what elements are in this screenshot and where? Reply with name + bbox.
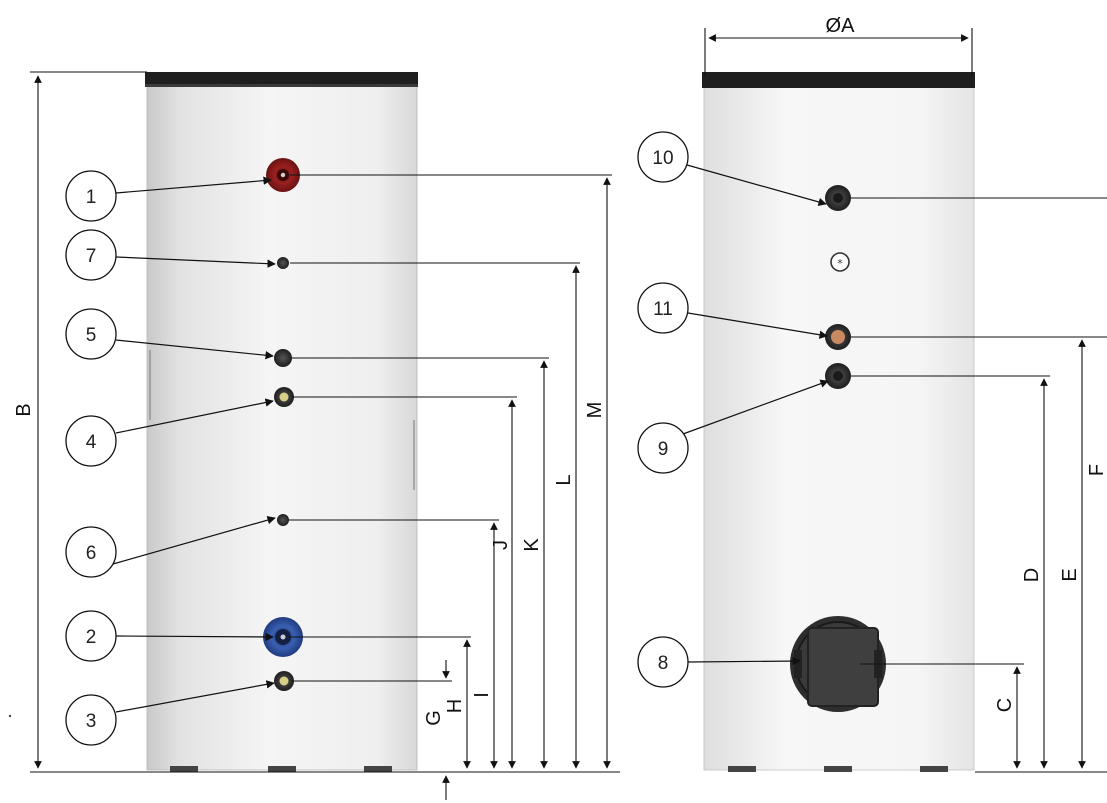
- dim-label-h: H: [444, 699, 466, 713]
- dim-label-g: G: [423, 710, 445, 726]
- dim-label-d: D: [1021, 568, 1043, 582]
- dim-label-e: E: [1059, 568, 1081, 581]
- front-tank-top-cap: [145, 72, 418, 87]
- callout-4: 4: [65, 398, 274, 467]
- dim-label-b: B: [13, 403, 35, 416]
- callout-7: 7: [65, 229, 276, 281]
- callout-3: 3: [65, 680, 275, 746]
- callout-10: 10: [637, 131, 827, 207]
- port-7-sensor: [277, 257, 289, 269]
- callout-5-label: 5: [86, 325, 97, 346]
- port-1-red: [266, 158, 300, 192]
- port-4: [274, 387, 294, 407]
- side-tank-foot: [824, 766, 852, 772]
- svg-text:*: *: [837, 257, 843, 270]
- port-2-blue: [263, 617, 303, 657]
- side-view: *: [702, 72, 975, 772]
- callout-4-label: 4: [86, 432, 97, 453]
- port-5: [274, 349, 292, 367]
- callout-8: 8: [637, 636, 801, 688]
- callout-6: 6: [65, 516, 276, 578]
- side-tank-top-cap: [702, 72, 975, 88]
- dim-label-l: L: [553, 474, 575, 485]
- callout-2-label: 2: [86, 627, 97, 648]
- port-3: [274, 671, 294, 691]
- port-9: [825, 363, 851, 389]
- dim-label-i: I: [471, 692, 493, 698]
- side-tank-foot: [728, 766, 756, 772]
- callout-7-label: 7: [86, 246, 97, 267]
- side-tank-foot: [920, 766, 948, 772]
- dim-label-f: F: [1086, 464, 1107, 476]
- front-dimensions: [30, 71, 620, 800]
- port-10: [825, 185, 851, 211]
- callout-1-label: 1: [86, 187, 97, 208]
- callout-9: 9: [637, 379, 829, 474]
- dim-label-j: J: [490, 540, 512, 550]
- port-8-flange: [790, 616, 886, 712]
- callout-11-label: 11: [653, 299, 673, 320]
- thermometer-port: *: [830, 252, 850, 272]
- port-11-copper: [825, 324, 851, 350]
- callout-10-label: 10: [652, 148, 673, 169]
- dim-label-k: K: [521, 538, 543, 552]
- front-view: [145, 72, 418, 772]
- dim-label-diameter-a: ØA: [826, 15, 856, 37]
- side-dimensions: [704, 28, 1107, 773]
- callout-3-label: 3: [86, 711, 97, 732]
- callout-5: 5: [65, 308, 274, 360]
- callout-8-label: 8: [658, 653, 669, 674]
- front-tank-foot: [268, 766, 296, 772]
- callout-11: 11: [637, 282, 828, 339]
- front-tank-top-cap-edge: [145, 84, 418, 87]
- callout-9-label: 9: [658, 439, 669, 460]
- front-tank-foot: [364, 766, 392, 772]
- callout-6-label: 6: [86, 543, 97, 564]
- dim-label-m: M: [584, 402, 606, 419]
- callout-1: 1: [65, 170, 272, 222]
- dim-label-c: C: [994, 698, 1016, 712]
- port-6-sensor: [277, 514, 289, 526]
- callout-2: 2: [65, 610, 274, 662]
- stray-mark: [8, 714, 12, 718]
- front-tank-foot: [170, 766, 198, 772]
